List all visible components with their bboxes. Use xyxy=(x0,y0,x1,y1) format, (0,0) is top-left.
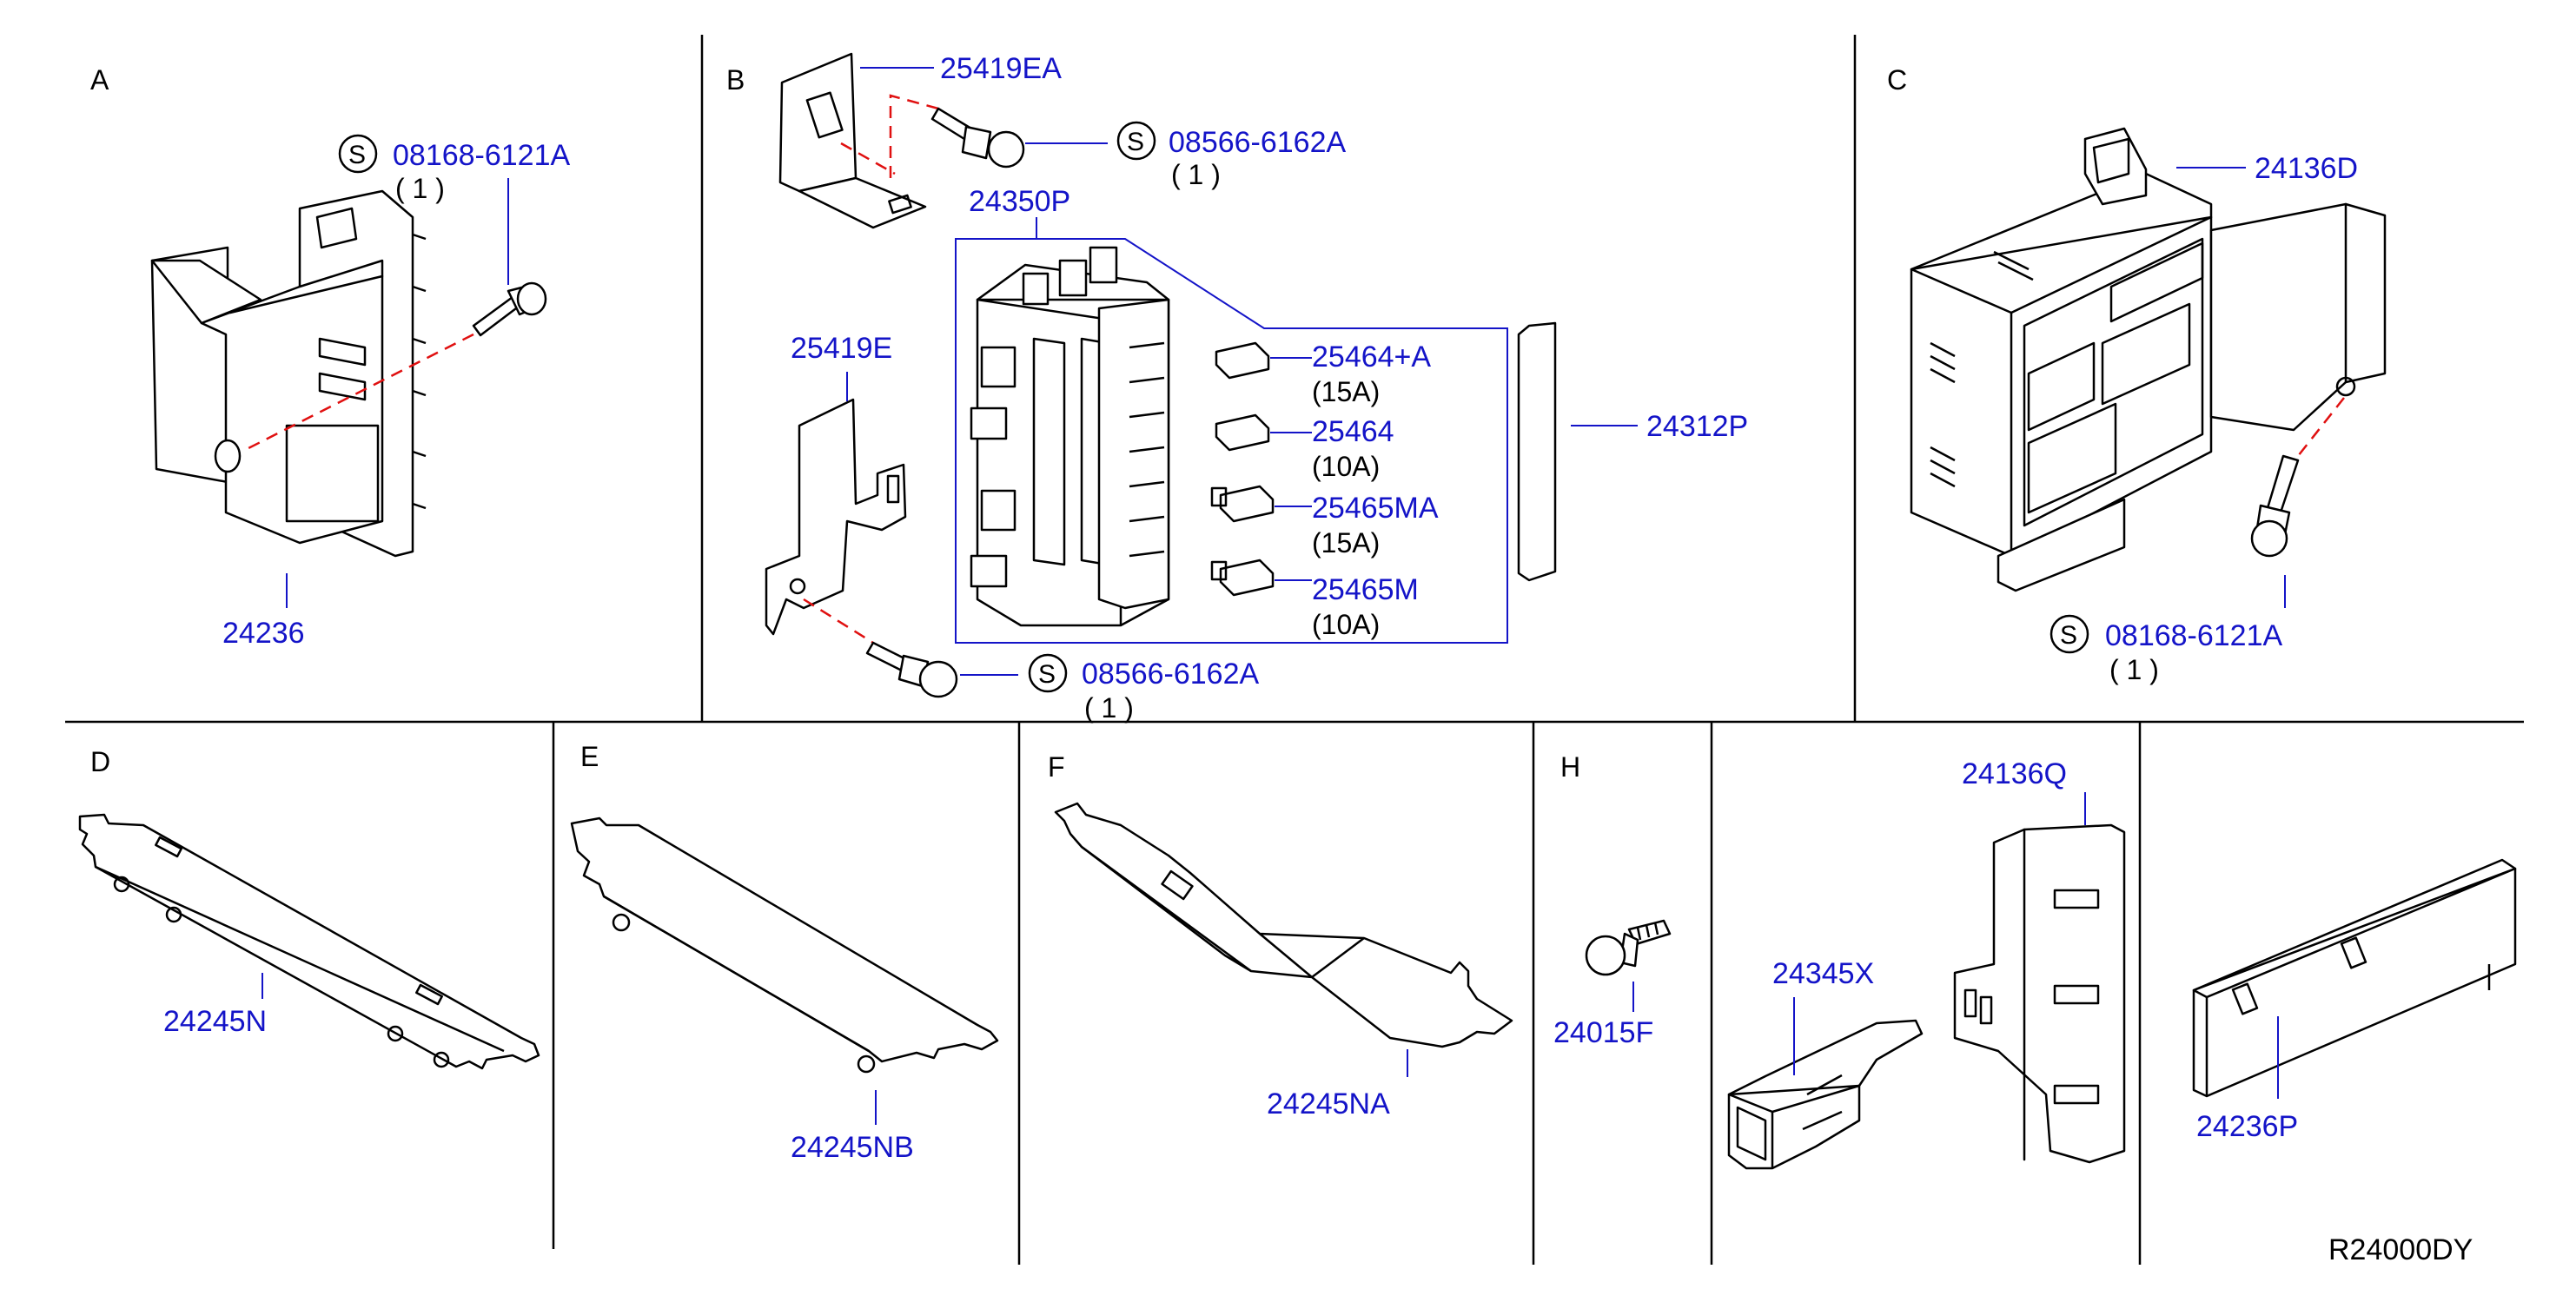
part-number-08566-6162A-top[interactable]: 08566-6162A xyxy=(1169,126,1347,159)
part-number-24350P[interactable]: 24350P xyxy=(969,185,1070,218)
bracket-24245NA-drawing xyxy=(1054,802,1513,1048)
section-label-d: D xyxy=(90,746,110,777)
part-number-24245NB[interactable]: 24245NB xyxy=(791,1131,914,1164)
part-number-08168-6121A-c[interactable]: 08168-6121A xyxy=(2105,619,2283,652)
part-number-24015F[interactable]: 24015F xyxy=(1553,1016,1653,1049)
fastener-path-b-top2 xyxy=(840,142,896,175)
fuse-block-group-outline xyxy=(955,238,1508,644)
section-dividers xyxy=(65,35,2524,1265)
rating-25464: (10A) xyxy=(1312,451,1380,482)
quantity-08168-6121A-a: ( 1 ) xyxy=(395,173,445,204)
fastener-path-b-top xyxy=(889,94,939,178)
rating-25465MA: (15A) xyxy=(1312,527,1380,559)
bolt-icon xyxy=(472,281,547,337)
part-number-24245NA[interactable]: 24245NA xyxy=(1267,1087,1390,1120)
section-label-e: E xyxy=(580,741,599,772)
fuse-block-24350P-drawing xyxy=(970,246,1170,627)
part-number-25465MA[interactable]: 25465MA xyxy=(1312,492,1439,525)
part-number-08168-6121A-a[interactable]: 08168-6121A xyxy=(393,139,571,172)
relay-box-24136D-drawing xyxy=(1910,127,2387,592)
bracket-25419E-drawing xyxy=(765,398,907,636)
bracket-24245NB-drawing xyxy=(570,816,999,1074)
part-number-25419E[interactable]: 25419E xyxy=(791,332,892,365)
quantity-08566-6162A-top: ( 1 ) xyxy=(1171,159,1221,190)
part-number-25419EA[interactable]: 25419EA xyxy=(940,52,1062,85)
fuse-icon-25465MA xyxy=(1210,485,1275,523)
section-label-f: F xyxy=(1048,751,1065,783)
bracket-24245N-drawing xyxy=(78,813,540,1070)
fastener-path-c xyxy=(2297,397,2345,457)
relay-bracket-24236-drawing xyxy=(150,189,427,558)
bolt-icon-b-bottom xyxy=(865,641,958,698)
standard-part-symbol-text: S xyxy=(348,141,366,169)
section-label-a: A xyxy=(90,64,109,96)
standard-part-symbol-text-b-bottom: S xyxy=(1038,660,1056,689)
quantity-08168-6121A-c: ( 1 ) xyxy=(2109,654,2159,685)
standard-part-symbol-text-c: S xyxy=(2060,621,2077,650)
section-label-c: C xyxy=(1887,64,1907,96)
part-number-24136Q[interactable]: 24136Q xyxy=(1962,757,2067,790)
fuse-icon-25464A xyxy=(1215,341,1270,380)
section-label-b: B xyxy=(726,64,745,96)
rating-25465M: (10A) xyxy=(1312,609,1380,640)
bolt-icon-b-top xyxy=(930,107,1025,169)
bolt-24015F-drawing xyxy=(1585,919,1672,976)
fastener-path-a xyxy=(244,333,474,452)
fuse-icon-25465M xyxy=(1210,559,1275,597)
rating-25464A: (15A) xyxy=(1312,376,1380,407)
part-number-25464[interactable]: 25464 xyxy=(1312,415,1394,448)
part-number-24136D[interactable]: 24136D xyxy=(2255,152,2358,185)
bracket-24136Q-drawing xyxy=(1953,823,2126,1164)
part-number-25465M[interactable]: 25465M xyxy=(1312,573,1419,606)
standard-part-symbol xyxy=(338,134,378,174)
part-number-24312P[interactable]: 24312P xyxy=(1646,410,1748,443)
part-number-08566-6162A-bottom[interactable]: 08566-6162A xyxy=(1082,658,1260,691)
fastener-path-b-bottom xyxy=(803,598,874,644)
cover-seal-24312P-drawing xyxy=(1517,321,1557,582)
standard-part-symbol-text-b-top: S xyxy=(1127,128,1144,156)
standard-part-symbol-b-top xyxy=(1116,121,1156,161)
quantity-08566-6162A-bottom: ( 1 ) xyxy=(1084,692,1134,724)
part-number-24236[interactable]: 24236 xyxy=(222,617,305,650)
fuse-icon-25464 xyxy=(1215,413,1270,452)
connector-24345X-drawing xyxy=(1727,1019,1924,1170)
part-number-24245N[interactable]: 24245N xyxy=(163,1005,267,1038)
part-number-24236P[interactable]: 24236P xyxy=(2196,1110,2298,1143)
diagram-reference-code: R24000DY xyxy=(2328,1233,2473,1266)
clip-24236P-drawing xyxy=(2192,858,2517,1098)
section-label-h: H xyxy=(1560,751,1580,783)
bracket-25419EA-drawing xyxy=(778,52,927,229)
part-number-25464A[interactable]: 25464+A xyxy=(1312,340,1431,373)
standard-part-symbol-b-bottom xyxy=(1028,653,1068,693)
part-number-24345X[interactable]: 24345X xyxy=(1772,957,1874,990)
bolt-icon-c xyxy=(2250,454,2300,558)
standard-part-symbol-c xyxy=(2050,614,2089,654)
